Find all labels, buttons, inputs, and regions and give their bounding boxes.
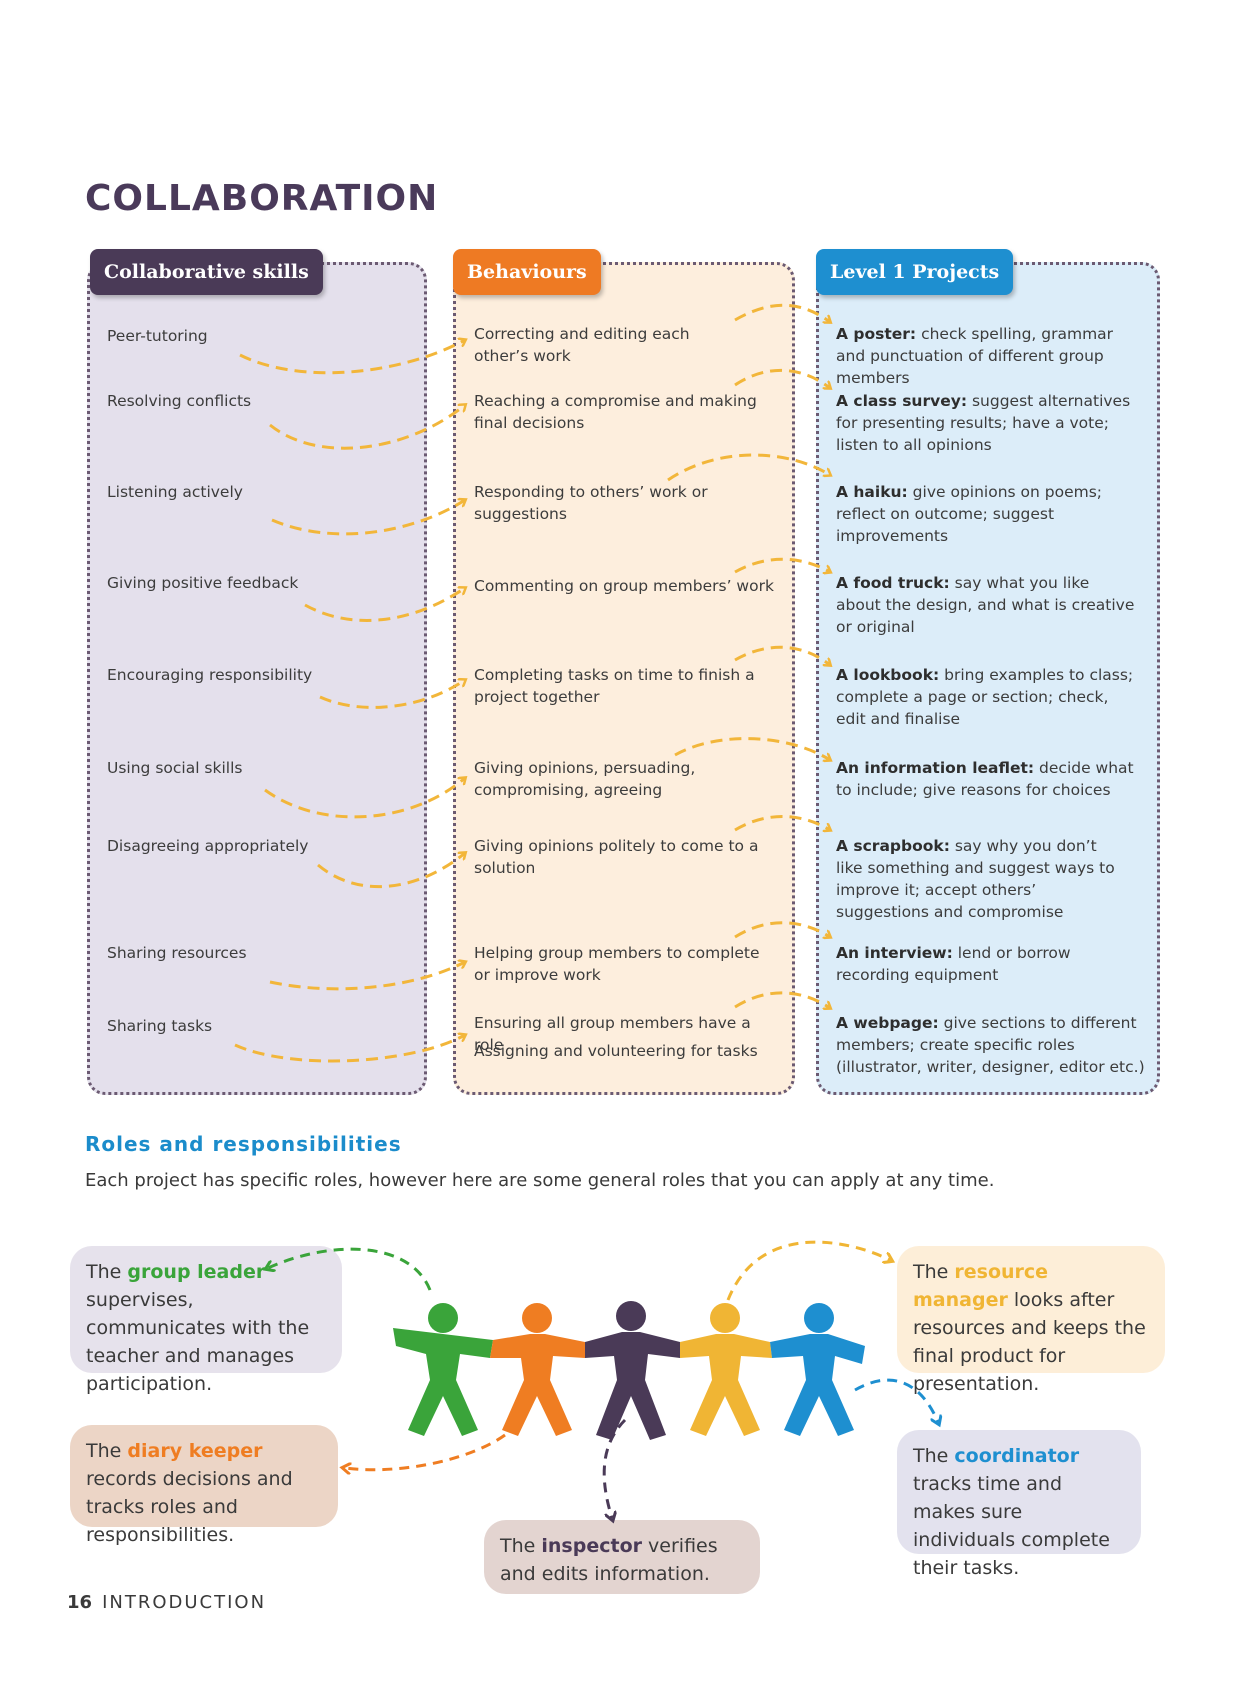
role-group-leader: The group leader supervises, communicate… xyxy=(70,1246,342,1395)
project-item: A class survey: suggest alternatives for… xyxy=(836,390,1146,456)
behaviour-item: Giving opinions, persuading, compromisin… xyxy=(474,759,696,799)
arrow-skill-9 xyxy=(234,1035,465,1063)
project-item: A poster: check spelling, grammar and pu… xyxy=(836,323,1146,389)
skill-item: Giving positive feedback xyxy=(107,574,299,592)
project-name: An information leaflet: xyxy=(836,759,1035,777)
project-desc: lend or borrow recording equipment xyxy=(836,944,1071,984)
behaviour-item: Responding to others’ work or suggestion… xyxy=(474,483,708,523)
arrow-behav-8 xyxy=(734,921,830,937)
role-diary-keeper: The diary keeper records decisions and t… xyxy=(70,1425,338,1546)
project-name: An interview: xyxy=(836,944,953,962)
role-resource-manager: The resource manager looks after resourc… xyxy=(897,1246,1165,1395)
project-desc: bring examples to class; complete a page… xyxy=(836,666,1134,728)
project-name: A webpage: xyxy=(836,1014,939,1032)
arrow-behav-2 xyxy=(734,368,830,388)
role-name: resource manager xyxy=(913,1261,1049,1311)
project-name: A haiku: xyxy=(836,483,908,501)
role-name: coordinator xyxy=(954,1445,1080,1467)
behaviours-column xyxy=(453,262,795,1095)
skill-item: Resolving conflicts xyxy=(107,392,252,410)
project-desc: say why you don’t like something and sug… xyxy=(836,837,1115,921)
project-desc: say what you like about the design, and … xyxy=(836,574,1135,636)
person-green-figure xyxy=(393,1303,493,1436)
arrow-skill-2 xyxy=(269,405,465,450)
behaviour-item: Completing tasks on time to finish a pro… xyxy=(474,666,755,706)
person-yellow-figure xyxy=(680,1303,772,1436)
project-name: A scrapbook: xyxy=(836,837,950,855)
arrow-behav-9 xyxy=(734,991,830,1008)
role-coordinator: The coordinator tracks time and makes su… xyxy=(897,1430,1141,1579)
arrow-to-diary-keeper xyxy=(345,1433,506,1470)
arrow-skill-8 xyxy=(269,962,465,991)
arrow-to-group-leader xyxy=(268,1247,432,1291)
role-inspector: The inspector verifies and edits informa… xyxy=(484,1520,760,1594)
arrow-to-coordinator xyxy=(854,1378,938,1422)
page-title: COLLABORATION xyxy=(85,178,439,219)
project-desc: give opinions on poems; reflect on outco… xyxy=(836,483,1103,545)
arrow-behav-4 xyxy=(734,557,830,572)
person-purple-figure xyxy=(585,1301,680,1440)
skill-item: Peer-tutoring xyxy=(107,327,208,345)
connector-arrows xyxy=(234,303,1239,1063)
arrow-skill-6 xyxy=(264,778,465,819)
behaviour-item: Commenting on group members’ work xyxy=(474,577,774,595)
arrow-skill-3 xyxy=(271,500,465,536)
behaviours-column-title: Behaviours xyxy=(453,249,601,295)
arrow-behav-7 xyxy=(734,815,830,831)
behaviour-item: Helping group members to complete or imp… xyxy=(474,944,760,984)
roles-heading: Roles and responsibilities xyxy=(85,1132,402,1156)
skill-item: Listening actively xyxy=(107,483,243,501)
arrow-behav-6 xyxy=(674,737,830,760)
skill-item: Sharing resources xyxy=(107,944,247,962)
projects-column xyxy=(816,262,1160,1095)
arrow-skill-7 xyxy=(317,853,465,889)
project-item: A lookbook: bring examples to class; com… xyxy=(836,664,1136,730)
behaviour-item: Ensuring all group members have a role xyxy=(474,1014,751,1054)
arrow-behav-5 xyxy=(734,645,830,665)
skill-item: Sharing tasks xyxy=(107,1017,213,1035)
behaviour-item: Assigning and volunteering for tasks xyxy=(474,1042,758,1060)
arrow-behav-1 xyxy=(734,303,830,322)
person-blue-figure xyxy=(770,1303,865,1436)
project-name: A class survey: xyxy=(836,392,968,410)
roles-intro: Each project has specific roles, however… xyxy=(85,1170,995,1191)
project-item: A webpage: give sections to different me… xyxy=(836,1012,1146,1078)
project-item: A scrapbook: say why you don’t like some… xyxy=(836,835,1126,923)
skills-column xyxy=(87,262,427,1095)
arrow-skill-5 xyxy=(319,680,465,709)
arrow-to-resource-manager xyxy=(726,1240,890,1301)
project-desc: check spelling, grammar and punctuation … xyxy=(836,325,1114,387)
projects-column-title: Level 1 Projects xyxy=(816,249,1014,295)
role-name: diary keeper xyxy=(127,1440,263,1462)
role-name: group leader xyxy=(127,1261,266,1283)
skill-item: Using social skills xyxy=(107,759,243,777)
page-number: 16 xyxy=(67,1592,93,1613)
project-item: A food truck: say what you like about th… xyxy=(836,572,1136,638)
page-footer: 16 INTRODUCTION xyxy=(67,1592,266,1613)
arrow-to-inspector xyxy=(602,1418,627,1518)
behaviour-item: Correcting and editing each other’s work xyxy=(474,325,690,365)
project-name: A poster: xyxy=(836,325,917,343)
skill-item: Encouraging responsibility xyxy=(107,666,313,684)
arrow-skill-4 xyxy=(304,588,465,622)
project-desc: suggest alternatives for presenting resu… xyxy=(836,392,1131,454)
role-name: inspector xyxy=(541,1535,642,1557)
project-name: A lookbook: xyxy=(836,666,940,684)
arrow-behav-3 xyxy=(667,453,830,482)
section-name: INTRODUCTION xyxy=(102,1592,267,1613)
behaviour-item: Giving opinions politely to come to a so… xyxy=(474,837,759,877)
arrow-skill-1 xyxy=(239,340,465,375)
people-illustration xyxy=(0,1240,1239,1610)
project-item: An interview: lend or borrow recording e… xyxy=(836,942,1146,986)
skills-column-title: Collaborative skills xyxy=(90,249,323,295)
project-item: A haiku: give opinions on poems; reflect… xyxy=(836,481,1126,547)
behaviour-item: Reaching a compromise and making final d… xyxy=(474,392,757,432)
skill-item: Disagreeing appropriately xyxy=(107,837,309,855)
project-desc: give sections to different members; crea… xyxy=(836,1014,1145,1076)
person-orange-figure xyxy=(490,1303,585,1436)
project-name: A food truck: xyxy=(836,574,950,592)
project-item: An information leaflet: decide what to i… xyxy=(836,757,1146,801)
project-desc: decide what to include; give reasons for… xyxy=(836,759,1134,799)
